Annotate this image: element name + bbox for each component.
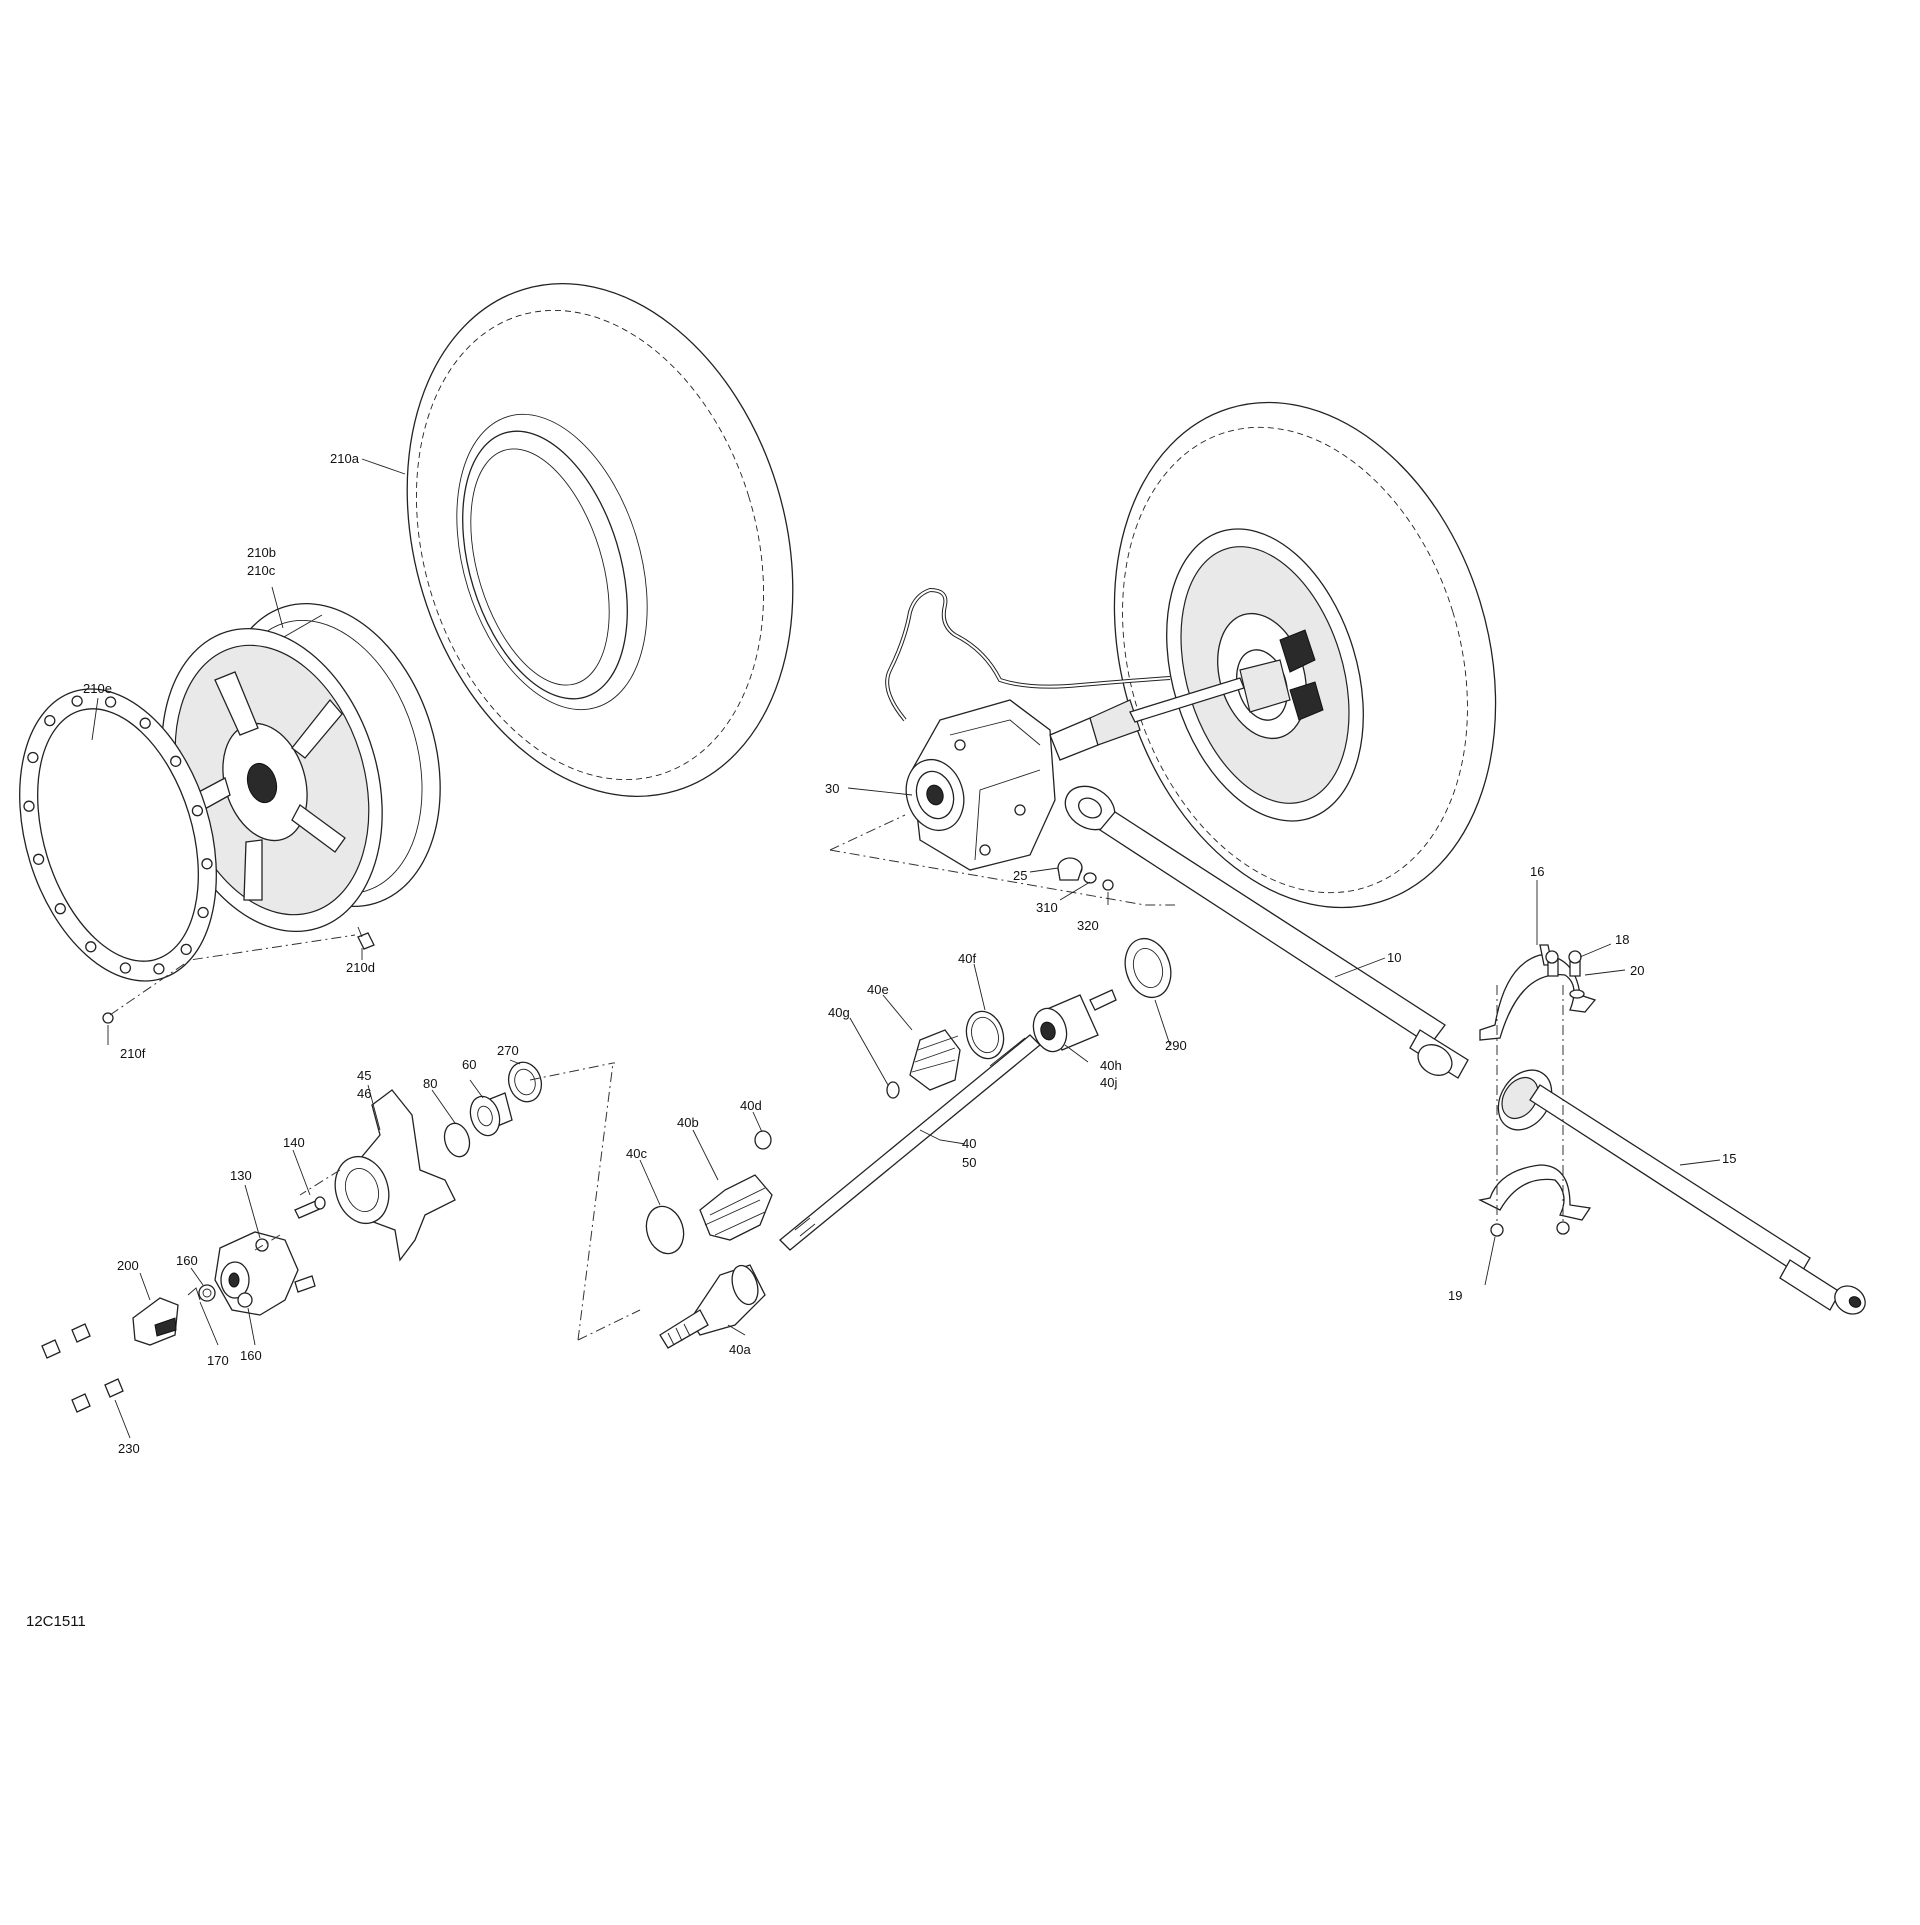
cap-200 xyxy=(132,1297,179,1346)
beadlock-bolt xyxy=(180,943,192,956)
callout-40h: 40h xyxy=(1100,1058,1122,1073)
prop-shaft xyxy=(1099,811,1866,1315)
callout-15: 15 xyxy=(1722,1151,1736,1166)
clamp-40f xyxy=(965,1010,1005,1060)
beadlock-bolt xyxy=(170,755,182,767)
callout-40b: 40b xyxy=(677,1115,699,1130)
callout-40: 40 xyxy=(962,1136,976,1151)
callout-40e: 40e xyxy=(867,982,889,997)
callout-25: 25 xyxy=(1013,868,1027,883)
callout-130: 130 xyxy=(230,1168,252,1183)
callout-230: 230 xyxy=(118,1441,140,1456)
bolt-140 xyxy=(294,1196,326,1219)
tire-right xyxy=(1113,401,1497,909)
callout-10: 10 xyxy=(1387,950,1401,965)
callout-210c: 210c xyxy=(247,563,276,578)
callout-80: 80 xyxy=(423,1076,437,1091)
boot-40e xyxy=(909,1029,961,1091)
circlip-80 xyxy=(443,1122,471,1158)
callout-16: 16 xyxy=(1530,864,1544,879)
lug-nuts-230 xyxy=(41,1323,124,1413)
beadlock-ring xyxy=(19,688,217,982)
callout-46: 46 xyxy=(357,1086,371,1101)
bearing-bracket-lower xyxy=(1478,1164,1592,1221)
hub-130 xyxy=(214,1231,316,1316)
callout-40d: 40d xyxy=(740,1098,762,1113)
callout-170: 170 xyxy=(207,1353,229,1368)
callout-210b: 210b xyxy=(247,545,276,560)
beadlock-bolt xyxy=(23,800,35,812)
callout-140: 140 xyxy=(283,1135,305,1150)
cotter-170 xyxy=(187,1287,201,1301)
beadlock-bolt xyxy=(44,714,56,727)
callout-210a: 210a xyxy=(330,451,360,466)
beadlock-bolt xyxy=(197,906,209,919)
outer-cv-40a xyxy=(659,1264,766,1349)
beadlock-bolt xyxy=(191,805,204,817)
inner-cv-40h xyxy=(1032,989,1117,1053)
washer-310 xyxy=(1083,872,1097,884)
leader-lines xyxy=(91,458,1721,1439)
callout-18: 18 xyxy=(1615,932,1629,947)
clamp-40g xyxy=(886,1081,900,1099)
bolt-18 xyxy=(1545,950,1582,977)
callout-160-b: 160 xyxy=(240,1348,262,1363)
diagram-reference-id: 12C1511 xyxy=(26,1613,86,1630)
callout-40a: 40a xyxy=(729,1342,751,1357)
beadlock-bolt xyxy=(104,696,117,708)
washer-20 xyxy=(1569,989,1585,999)
screw-320 xyxy=(1102,879,1114,891)
tire-left xyxy=(406,283,794,797)
differential xyxy=(905,659,1291,871)
bolt-210f xyxy=(102,1012,114,1024)
beadlock-bolt xyxy=(54,903,66,915)
callout-200: 200 xyxy=(117,1258,139,1273)
callout-60: 60 xyxy=(462,1057,476,1072)
nut-19 xyxy=(1490,1221,1570,1237)
beadlock-bolt xyxy=(119,962,132,974)
beadlock-bolt xyxy=(139,717,151,729)
beadlock-bolt xyxy=(201,858,213,870)
nut-160-b xyxy=(237,1292,253,1308)
callout-45: 45 xyxy=(357,1068,371,1083)
knuckle-45 xyxy=(334,1089,456,1262)
callout-310: 310 xyxy=(1036,900,1058,915)
callout-290: 290 xyxy=(1165,1038,1187,1053)
callout-40j: 40j xyxy=(1100,1075,1117,1090)
plug-25 xyxy=(1057,857,1083,881)
callout-270: 270 xyxy=(497,1043,519,1058)
beadlock-bolt xyxy=(85,941,97,953)
nut-160-a xyxy=(198,1284,216,1302)
callout-160-a: 160 xyxy=(176,1253,198,1268)
beadlock-bolt xyxy=(71,695,83,707)
bearing-60 xyxy=(469,1092,513,1137)
callout-labels: 210a 210b 210c 210e 210d 210f 30 25 310 … xyxy=(83,451,1736,1456)
clamp-40c xyxy=(645,1205,685,1255)
callout-40f: 40f xyxy=(958,951,976,966)
callout-20: 20 xyxy=(1630,963,1644,978)
clamp-40d xyxy=(754,1130,772,1150)
callout-210f: 210f xyxy=(120,1046,146,1061)
callout-40c: 40c xyxy=(626,1146,647,1161)
boot-40b xyxy=(699,1174,773,1241)
beadlock-bolt xyxy=(153,963,165,975)
callout-50: 50 xyxy=(962,1155,976,1170)
callout-40g: 40g xyxy=(828,1005,850,1020)
beadlock-bolt xyxy=(27,751,39,764)
callout-30: 30 xyxy=(825,781,839,796)
seal-270 xyxy=(507,1061,543,1103)
axle-shaft-40 xyxy=(779,1034,1041,1251)
callout-19: 19 xyxy=(1448,1288,1462,1303)
beadlock-bolt xyxy=(32,853,45,865)
seal-290 xyxy=(1124,937,1172,999)
callout-210d: 210d xyxy=(346,960,375,975)
callout-210e: 210e xyxy=(83,681,112,696)
bolt-210d xyxy=(357,926,375,950)
callout-320: 320 xyxy=(1077,918,1099,933)
